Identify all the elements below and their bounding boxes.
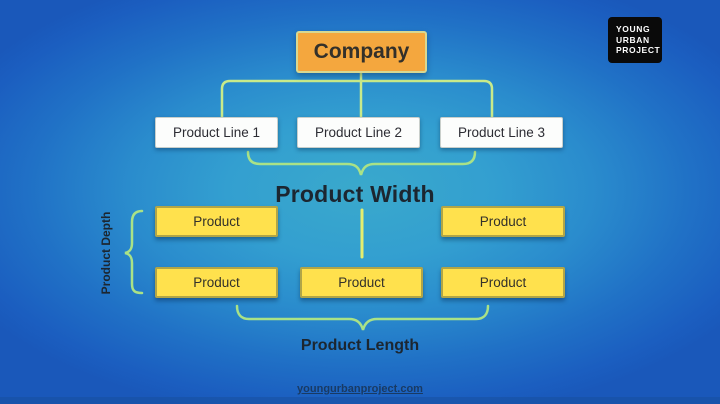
website-url: youngurbanproject.com — [297, 383, 423, 395]
product-line-3-box: Product Line 3 — [440, 117, 563, 148]
product-box-row1-right: Product — [441, 206, 565, 237]
length-brace — [235, 304, 490, 331]
product-line-1-box: Product Line 1 — [155, 117, 278, 148]
product-box-row2-center: Product — [300, 267, 423, 298]
org-tree-connector — [220, 71, 494, 119]
product-box-row2-left: Product — [155, 267, 278, 298]
product-box-row2-right: Product — [441, 267, 565, 298]
logo-line-3: PROJECT — [616, 45, 661, 55]
company-box: Company — [296, 31, 427, 73]
bottom-edge-band — [0, 397, 720, 404]
product-depth-label: Product Depth — [99, 211, 113, 295]
width-brace — [246, 150, 477, 176]
product-width-label: Product Width — [275, 181, 435, 207]
product-length-label: Product Length — [300, 337, 420, 354]
logo-line-1: YOUNG — [616, 24, 651, 34]
logo-line-2: URBAN — [616, 34, 650, 45]
depth-brace — [124, 209, 144, 295]
young-urban-project-logo: YOUNG URBAN PROJECT — [608, 17, 662, 63]
product-line-2-box: Product Line 2 — [297, 117, 420, 148]
product-box-row1-left: Product — [155, 206, 278, 237]
